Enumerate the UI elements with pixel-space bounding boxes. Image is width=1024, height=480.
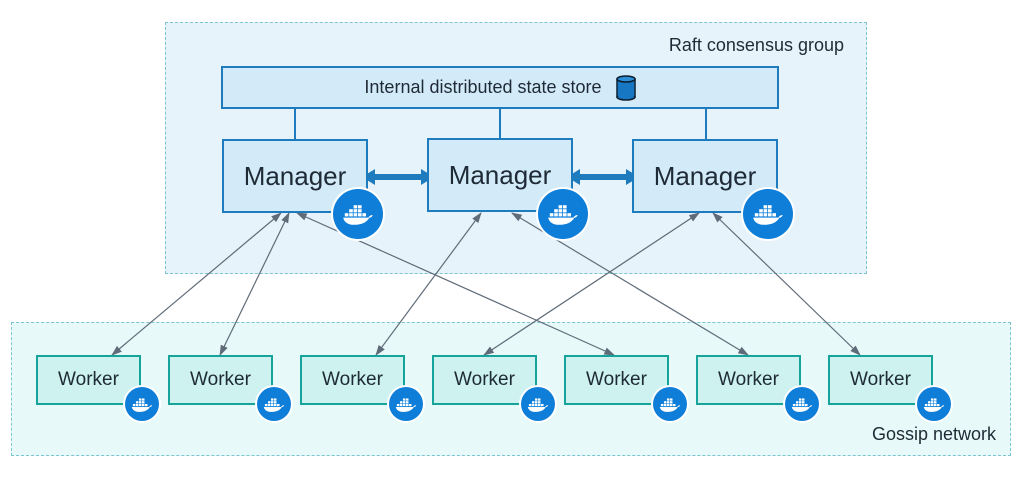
worker-node-3: Worker bbox=[300, 355, 405, 405]
docker-whale-icon bbox=[125, 387, 159, 421]
manager-label: Manager bbox=[243, 160, 347, 191]
worker-node-7: Worker bbox=[828, 355, 933, 405]
worker-label: Worker bbox=[718, 369, 779, 390]
worker-node-1: Worker bbox=[36, 355, 141, 405]
worker-label: Worker bbox=[850, 369, 911, 390]
manager-label: Manager bbox=[653, 160, 757, 191]
gossip-network-label: Gossip network bbox=[871, 424, 996, 444]
worker-label: Worker bbox=[586, 369, 647, 390]
link-w7-m3 bbox=[712, 212, 861, 356]
link-w3-m2 bbox=[375, 212, 482, 356]
manager-node-1: Manager bbox=[222, 139, 368, 213]
worker-label: Worker bbox=[322, 369, 383, 390]
worker-node-6: Worker bbox=[696, 355, 801, 405]
worker-node-5: Worker bbox=[564, 355, 669, 405]
state-store-label: Internal distributed state store bbox=[364, 77, 602, 97]
link-w1-m1 bbox=[111, 212, 282, 356]
worker-node-4: Worker bbox=[432, 355, 537, 405]
docker-whale-icon bbox=[743, 189, 793, 239]
link-w2-m1 bbox=[219, 212, 290, 356]
state-store: Internal distributed state store bbox=[221, 66, 779, 109]
docker-whale-icon bbox=[333, 189, 383, 239]
store-links bbox=[294, 109, 707, 140]
docker-whale-icon bbox=[389, 387, 423, 421]
docker-whale-icon bbox=[521, 387, 555, 421]
link-w4-m3 bbox=[483, 212, 700, 356]
docker-whale-icon bbox=[538, 189, 588, 239]
worker-manager-links bbox=[111, 212, 861, 356]
docker-whale-icon bbox=[653, 387, 687, 421]
worker-label: Worker bbox=[58, 369, 119, 390]
docker-whale-icon bbox=[257, 387, 291, 421]
manager-node-3: Manager bbox=[632, 139, 778, 213]
worker-label: Worker bbox=[190, 369, 251, 390]
worker-node-2: Worker bbox=[168, 355, 273, 405]
manager-label: Manager bbox=[448, 159, 552, 190]
worker-label: Worker bbox=[454, 369, 515, 390]
link-w6-m2 bbox=[511, 212, 749, 356]
raft-group-label: Raft consensus group bbox=[668, 35, 844, 55]
database-icon bbox=[615, 74, 636, 101]
docker-whale-icon bbox=[917, 387, 951, 421]
docker-whale-icon bbox=[785, 387, 819, 421]
